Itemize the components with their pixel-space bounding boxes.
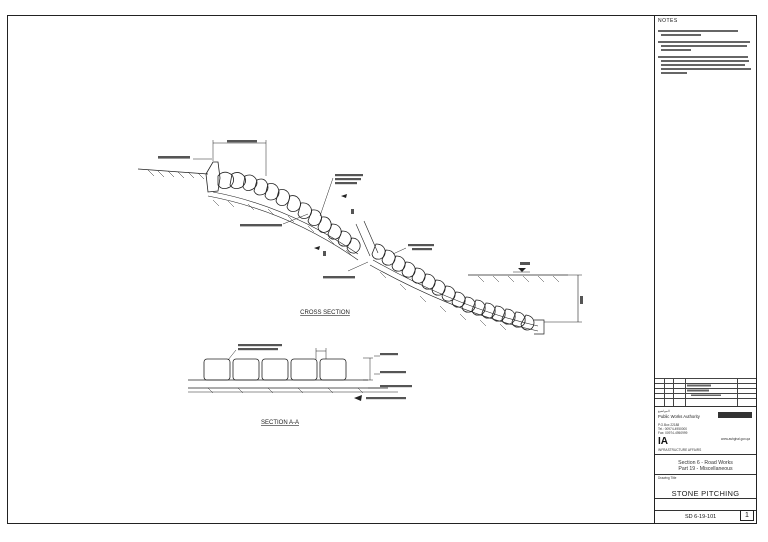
pitching-stones-lower — [371, 243, 535, 331]
fax: Fax: 00974-4950999 — [658, 431, 688, 435]
authority-name: Public Works Authority — [658, 414, 700, 419]
ground-line-top — [137, 168, 209, 175]
section-aa-stones — [203, 358, 347, 381]
drawing-title: STONE PITCHING — [671, 489, 740, 498]
ground-hatch-top — [147, 169, 205, 180]
break-line-2 — [363, 220, 379, 254]
website: www.ashghal.gov.qa — [721, 437, 750, 441]
office-name: INFRASTRUCTURE AFFAIRS — [658, 448, 702, 452]
sheet-number: 1 — [740, 510, 754, 521]
drawing-area: CROSS SECTION SECTION A-A — [137, 140, 583, 426]
revision-table — [655, 378, 756, 406]
drawing-title-block: Drawing Title STONE PITCHING — [655, 474, 756, 504]
pitching-stones-upper — [217, 171, 361, 254]
tel: Tel.: 00974-4950000 — [658, 427, 688, 431]
break-line-1 — [355, 223, 371, 257]
section-cut-marker-upper — [341, 194, 347, 198]
section-aa-label: SECTION A-A — [261, 420, 299, 426]
bedding-layer-upper — [212, 191, 359, 255]
section-line-1: Section 6 - Road Works — [678, 460, 733, 466]
scale-row — [655, 498, 756, 504]
drawing-sheet: CROSS SECTION SECTION A-A NOTES — [7, 15, 757, 524]
section-block: Section 6 - Road Works Part 19 - Miscell… — [655, 454, 756, 474]
drawing-number-block: SD 6-19-101 1 — [655, 510, 756, 523]
crest-outline — [205, 161, 221, 193]
drawing-title-label: Drawing Title — [658, 476, 677, 480]
ashghal-logo — [718, 412, 752, 418]
section-cut-marker-lower — [314, 246, 320, 250]
notes-body — [658, 30, 751, 74]
notes-title: NOTES — [658, 18, 678, 24]
section-line-2: Part 19 - Miscellaneous — [678, 466, 733, 472]
title-block: NOTES المواضيع — [654, 16, 756, 523]
po-box: P.O.Box 22188 — [658, 423, 680, 427]
ia-logo: IA — [658, 436, 668, 447]
bedding-layer-lower — [372, 259, 539, 327]
drawing-number: SD 6-19-101 — [685, 514, 717, 520]
authority-block: المواضيع Public Works Authority P.O.Box … — [655, 406, 756, 454]
cross-section-label: CROSS SECTION — [300, 310, 350, 316]
